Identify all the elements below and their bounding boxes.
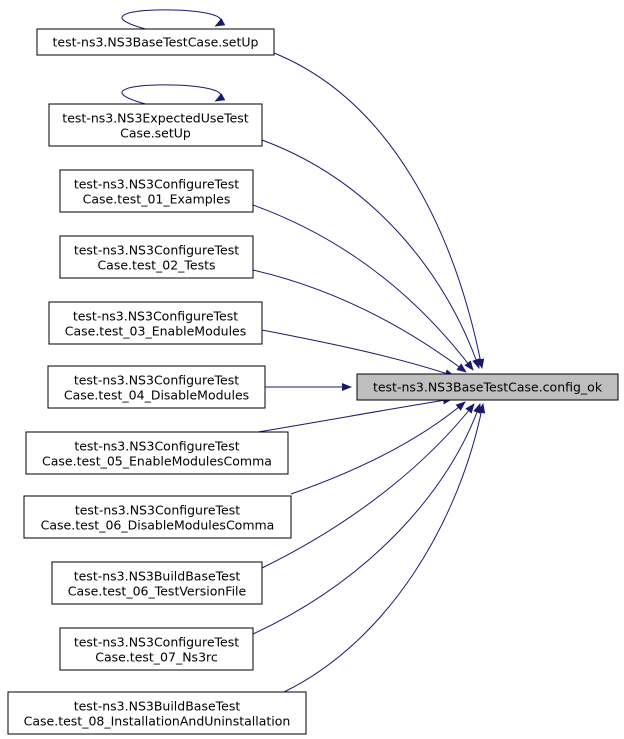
caller-node-test-04[interactable]: test-ns3.NS3ConfigureTestCase.test_04_Di… xyxy=(47,365,266,409)
call-edge-setup-expected xyxy=(261,139,480,369)
caller-node-test-07[interactable]: test-ns3.NS3ConfigureTestCase.test_07_Ns… xyxy=(59,627,254,671)
self-call-loop-setup-base xyxy=(121,9,226,30)
caller-node-test-08[interactable]: test-ns3.NS3BuildBaseTestCase.test_08_In… xyxy=(7,691,307,735)
caller-node-setup-base[interactable]: test-ns3.NS3BaseTestCase.setUp xyxy=(36,28,275,56)
caller-node-test-06b[interactable]: test-ns3.NS3BuildBaseTestCase.test_06_Te… xyxy=(51,561,263,605)
caller-node-label-line: test-ns3.NS3BuildBaseTest xyxy=(74,699,241,714)
caller-node-test-05[interactable]: test-ns3.NS3ConfigureTestCase.test_05_En… xyxy=(25,431,289,475)
caller-node-label-line: test-ns3.NS3ConfigureTest xyxy=(74,243,239,258)
caller-node-label-line: Case.test_02_Tests xyxy=(97,258,215,273)
caller-node-label-line: test-ns3.NS3BuildBaseTest xyxy=(74,569,241,584)
caller-node-test-01[interactable]: test-ns3.NS3ConfigureTestCase.test_01_Ex… xyxy=(59,169,254,213)
caller-node-box xyxy=(51,561,263,605)
caller-node-label-line: Case.test_03_EnableModules xyxy=(65,324,247,339)
caller-node-box xyxy=(25,431,289,475)
target-node-box xyxy=(356,373,619,401)
caller-node-label-line: Case.test_07_Ns3rc xyxy=(95,650,218,665)
call-edge-test-01 xyxy=(252,204,474,371)
caller-node-label-line: Case.test_08_InstallationAndUninstallati… xyxy=(24,714,291,729)
caller-node-box xyxy=(48,103,263,147)
call-edge-test-07 xyxy=(252,403,481,635)
caller-node-label-line: Case.test_04_DisableModules xyxy=(64,388,249,403)
caller-node-label-line: test-ns3.NS3ExpectedUseTest xyxy=(62,111,249,126)
caller-node-label-line: test-ns3.NS3ConfigureTest xyxy=(74,373,239,388)
caller-node-label-line: Case.test_06_DisableModulesComma xyxy=(41,518,275,533)
caller-node-box xyxy=(23,495,292,539)
call-edge-test-06a xyxy=(290,401,466,495)
caller-node-box xyxy=(59,235,254,279)
caller-node-label-line: test-ns3.NS3ConfigureTest xyxy=(73,309,238,324)
target-node[interactable]: test-ns3.NS3BaseTestCase.config_ok xyxy=(356,373,619,401)
caller-node-box xyxy=(59,169,254,213)
self-call-loop-setup-expected xyxy=(121,84,226,105)
caller-node-label-line: test-ns3.NS3BaseTestCase.setUp xyxy=(53,35,259,50)
caller-node-box xyxy=(36,28,275,56)
caller-node-box xyxy=(7,691,307,735)
caller-node-box xyxy=(47,365,266,409)
caller-node-label-line: Case.test_01_Examples xyxy=(83,192,231,207)
caller-node-test-06a[interactable]: test-ns3.NS3ConfigureTestCase.test_06_Di… xyxy=(23,495,292,539)
caller-node-label-line: test-ns3.NS3ConfigureTest xyxy=(74,635,239,650)
call-edges xyxy=(252,52,486,693)
call-edge-test-05 xyxy=(257,396,453,433)
caller-node-box xyxy=(59,627,254,671)
call-edge-test-06b xyxy=(261,403,475,569)
call-edge-test-02 xyxy=(252,269,467,373)
caller-nodes: test-ns3.NS3BaseTestCase.setUp test-ns3.N… xyxy=(7,28,307,735)
call-edge-setup-base xyxy=(273,52,485,369)
call-edge-test-03 xyxy=(261,329,455,377)
caller-node-label-line: Case.test_05_EnableModulesComma xyxy=(42,454,272,469)
self-call-loops xyxy=(121,9,226,105)
caller-node-label-line: test-ns3.NS3ConfigureTest xyxy=(74,177,239,192)
caller-node-test-02[interactable]: test-ns3.NS3ConfigureTestCase.test_02_Te… xyxy=(59,235,254,279)
caller-node-label-line: test-ns3.NS3ConfigureTest xyxy=(75,503,240,518)
target-node-label: test-ns3.NS3BaseTestCase.config_ok xyxy=(373,380,603,395)
caller-node-test-03[interactable]: test-ns3.NS3ConfigureTestCase.test_03_En… xyxy=(48,301,263,345)
caller-node-label-line: Case.setUp xyxy=(120,126,191,141)
call-edge-test-08 xyxy=(283,403,486,693)
caller-node-box xyxy=(48,301,263,345)
caller-node-label-line: Case.test_06_TestVersionFile xyxy=(68,584,247,599)
caller-node-label-line: test-ns3.NS3ConfigureTest xyxy=(74,439,239,454)
